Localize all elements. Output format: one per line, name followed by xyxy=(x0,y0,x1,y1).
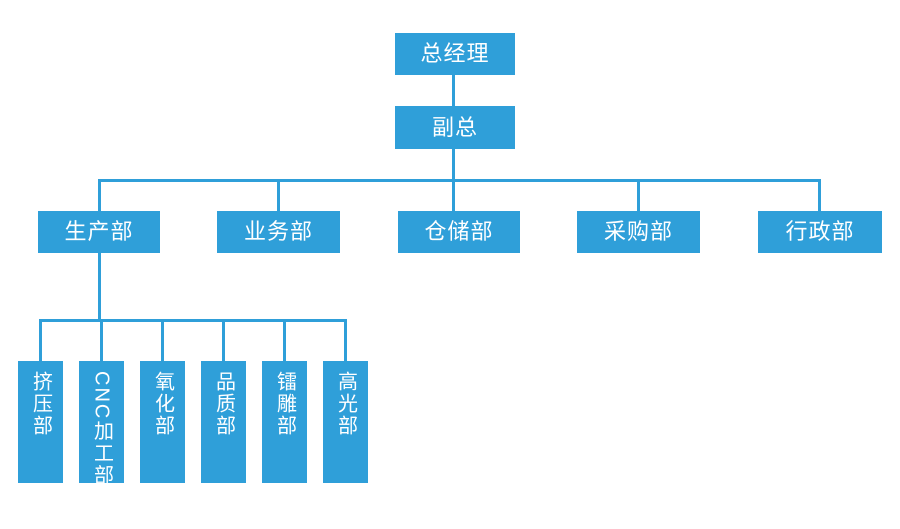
connector-root-to-deputy xyxy=(452,75,455,106)
node-laser-engraving-dept-label: 镭雕部 xyxy=(273,371,296,437)
node-general-manager: 总经理 xyxy=(395,33,515,75)
node-warehouse-dept: 仓储部 xyxy=(398,211,520,253)
connector-drop-cnc-machining xyxy=(100,319,103,361)
connector-production-trunk xyxy=(98,253,101,322)
node-deputy-general-manager: 副总 xyxy=(395,106,515,149)
node-admin-dept: 行政部 xyxy=(758,211,882,253)
connector-drop-purchasing xyxy=(637,179,640,211)
node-cnc-machining-dept: CNC加工部 xyxy=(79,361,124,487)
connector-drop-oxidation xyxy=(161,319,164,361)
node-purchasing-dept: 采购部 xyxy=(577,211,700,253)
node-business-dept: 业务部 xyxy=(217,211,340,253)
node-cnc-machining-dept-label: CNC加工部 xyxy=(90,371,113,487)
node-oxidation-dept-label: 氧化部 xyxy=(151,371,174,437)
node-laser-engraving-dept: 镭雕部 xyxy=(262,361,307,483)
node-high-gloss-dept: 高光部 xyxy=(323,361,368,483)
node-high-gloss-dept-label: 高光部 xyxy=(334,371,357,437)
connector-level3-bus xyxy=(39,319,347,322)
connector-drop-laser-engraving xyxy=(283,319,286,361)
node-extrusion-dept-label: 挤压部 xyxy=(29,371,52,437)
connector-drop-production xyxy=(98,179,101,211)
node-production-dept: 生产部 xyxy=(38,211,160,253)
node-oxidation-dept: 氧化部 xyxy=(140,361,185,483)
connector-level2-bus xyxy=(98,179,821,182)
connector-drop-quality xyxy=(222,319,225,361)
node-quality-dept: 品质部 xyxy=(201,361,246,483)
connector-drop-high-gloss xyxy=(344,319,347,361)
connector-drop-business xyxy=(277,179,280,211)
node-quality-dept-label: 品质部 xyxy=(212,371,235,437)
connector-drop-admin xyxy=(818,179,821,211)
connector-drop-extrusion xyxy=(39,319,42,361)
node-extrusion-dept: 挤压部 xyxy=(18,361,63,483)
